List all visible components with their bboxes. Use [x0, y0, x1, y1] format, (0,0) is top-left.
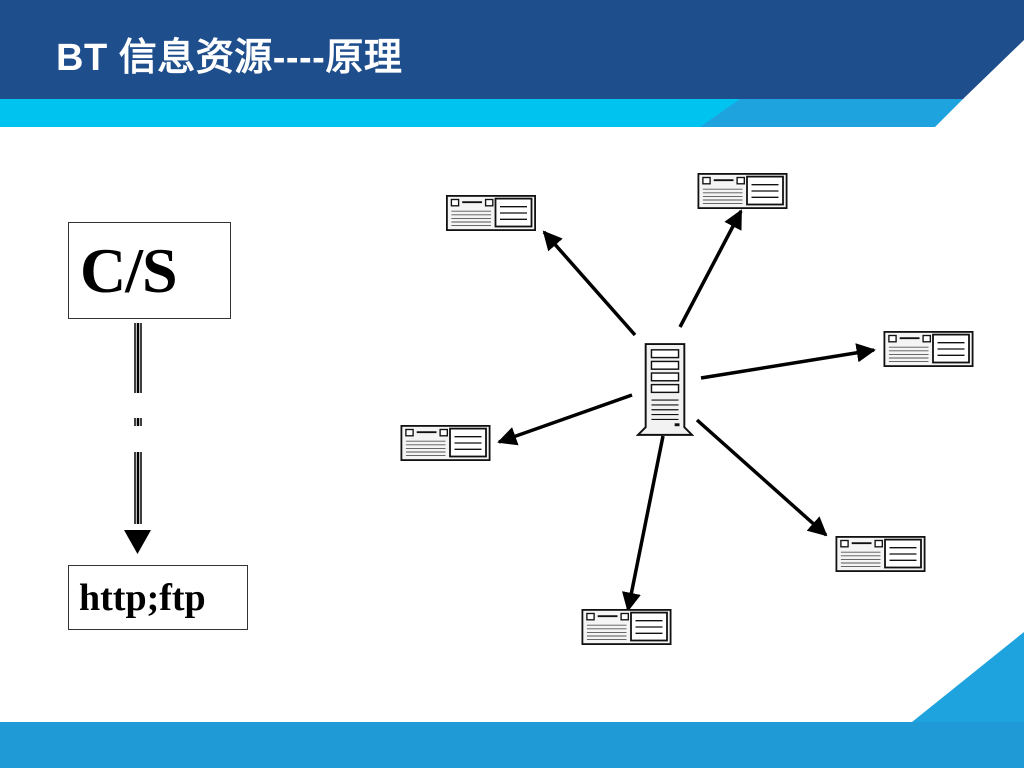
client-server-label: C/S — [80, 235, 178, 306]
protocols-box: http;ftp — [68, 565, 248, 630]
header-accent-cyan — [0, 99, 740, 127]
client-server-box: C/S — [68, 222, 231, 319]
desktop-computer-icon — [581, 609, 672, 645]
server-tower-icon — [636, 343, 694, 436]
desktop-computer-icon — [400, 425, 491, 461]
arrow-to-peer-bottom — [621, 435, 665, 612]
header-band-dark — [0, 0, 1024, 99]
footer-accent-triangle — [912, 632, 1024, 722]
connection-arrows — [497, 209, 876, 612]
arrow-to-peer-bottom-right — [695, 418, 828, 537]
desktop-computer-icon — [883, 331, 974, 367]
arrow-to-peer-right — [700, 343, 876, 380]
arrow-to-peer-top-right — [678, 209, 743, 328]
protocols-label: http;ftp — [79, 577, 206, 619]
desktop-computer-icon — [697, 173, 788, 209]
footer-band — [0, 722, 1024, 768]
arrow-to-peer-top-left — [542, 230, 637, 337]
desktop-computer-icon — [835, 536, 926, 572]
slide-title: BT 信息资源----原理 — [56, 37, 403, 79]
cs-connector — [124, 323, 151, 554]
down-arrow-icon — [124, 530, 151, 554]
desktop-computer-icon — [445, 195, 537, 231]
arrow-to-peer-left — [497, 393, 633, 446]
